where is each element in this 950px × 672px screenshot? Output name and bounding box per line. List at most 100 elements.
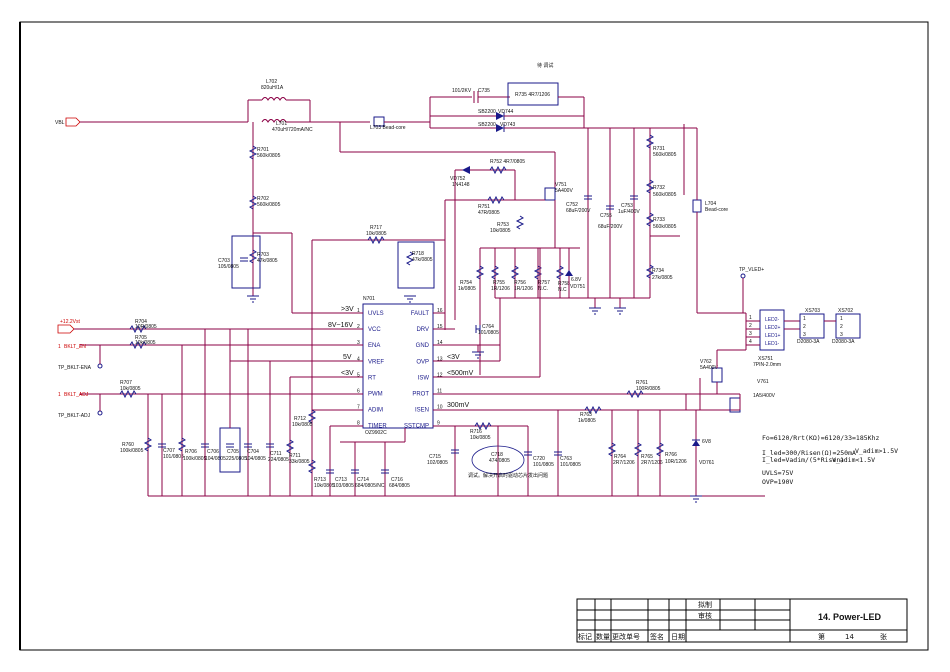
svg-text:R756: R756 xyxy=(514,280,526,286)
svg-text:2R7/1206: 2R7/1206 xyxy=(613,460,635,466)
svg-text:10R/1206: 10R/1206 xyxy=(665,459,687,465)
svg-text:R735 4R7/1206: R735 4R7/1206 xyxy=(515,92,550,98)
svg-text:R704: R704 xyxy=(135,319,147,325)
net-rt: <3V xyxy=(341,370,354,377)
svg-text:R731: R731 xyxy=(653,146,665,152)
note-iled-adim: I_led=Vadim/(5*Risen) xyxy=(762,456,844,464)
svg-text:104/0805: 104/0805 xyxy=(245,456,266,462)
svg-text:BKLT_ADJ: BKLT_ADJ xyxy=(64,392,89,398)
svg-text:R733: R733 xyxy=(653,217,665,223)
ic-pin-num: 6 xyxy=(357,389,360,395)
svg-text:100R/0805: 100R/0805 xyxy=(636,386,661,392)
ic-pin-gnd: GND xyxy=(416,343,430,349)
port-bklt-adj: 1 BKLT_ADJ xyxy=(58,392,89,398)
svg-text:第: 第 xyxy=(818,632,825,641)
net-isw: <500mV xyxy=(447,370,474,377)
svg-text:C706: C706 xyxy=(207,449,219,455)
note-iled: I_led=300/Risen(Ω)=250mA xyxy=(762,449,856,457)
svg-text:C755: C755 xyxy=(600,213,612,219)
net-vcc: 8V~16V xyxy=(328,322,353,329)
svg-text:D2080-3A: D2080-3A xyxy=(797,339,820,345)
svg-text:R753: R753 xyxy=(497,222,509,228)
svg-text:1: 1 xyxy=(58,344,61,350)
ic-pin-num: 2 xyxy=(357,324,360,330)
ic-pin-num: 15 xyxy=(437,324,443,330)
svg-text:R760: R760 xyxy=(122,442,134,448)
svg-text:684/0805: 684/0805 xyxy=(389,483,410,489)
svg-text:VD751: VD751 xyxy=(570,284,586,290)
tb-header-qty: 数量 xyxy=(596,632,610,641)
svg-text:R716: R716 xyxy=(470,429,482,435)
svg-text:1: 1 xyxy=(803,316,806,322)
svg-text:R766: R766 xyxy=(665,452,677,458)
ic-pin-pwm: PWM xyxy=(368,392,383,398)
ic-pin-vref: VREF xyxy=(368,359,384,365)
svg-text:10k/0805: 10k/0805 xyxy=(314,483,335,489)
svg-text:BKLT_EN: BKLT_EN xyxy=(64,344,86,350)
svg-text:2R7/1206: 2R7/1206 xyxy=(641,460,663,466)
svg-text:C714: C714 xyxy=(357,477,369,483)
ic-pin-num: 12 xyxy=(437,372,443,378)
svg-text:101/0805: 101/0805 xyxy=(560,462,581,468)
svg-text:5A400V: 5A400V xyxy=(555,188,573,194)
connector-pin-label: LED2+ xyxy=(765,325,781,331)
net-ovp: <3V xyxy=(447,354,460,361)
svg-text:VD744: VD744 xyxy=(498,109,514,115)
svg-text:C713: C713 xyxy=(335,477,347,483)
connector-xs702 xyxy=(835,313,861,339)
svg-text:1R/1206: 1R/1206 xyxy=(514,286,533,292)
net-uvls: >3V xyxy=(341,306,354,313)
svg-text:R706: R706 xyxy=(185,449,197,455)
tb-header-date: 日期 xyxy=(671,633,685,641)
svg-text:V762: V762 xyxy=(700,359,712,365)
svg-text:C711: C711 xyxy=(270,451,282,457)
net-isen: 300mV xyxy=(447,402,470,409)
svg-text:R701: R701 xyxy=(257,147,269,153)
ic-pin-num: 11 xyxy=(437,389,442,395)
svg-text:1N4148: 1N4148 xyxy=(452,182,470,188)
ic-pin-drv: DRV xyxy=(416,327,429,333)
svg-text:C715: C715 xyxy=(429,454,441,460)
svg-text:XS703: XS703 xyxy=(805,308,820,314)
ic-pin-timer: TIMER xyxy=(368,424,387,430)
svg-text:47R/0805: 47R/0805 xyxy=(478,210,500,216)
svg-text:R707: R707 xyxy=(120,380,132,386)
svg-text:100k/0805: 100k/0805 xyxy=(120,448,144,454)
svg-text:R764: R764 xyxy=(614,454,626,460)
svg-text:VD743: VD743 xyxy=(500,122,516,128)
svg-text:2: 2 xyxy=(803,324,806,330)
svg-text:101/0805: 101/0805 xyxy=(478,330,499,336)
svg-text:47k/0805: 47k/0805 xyxy=(257,258,278,264)
svg-text:L701: L701 xyxy=(276,121,287,127)
ic-pin-adim: ADIM xyxy=(368,408,383,414)
svg-text:560k/0805: 560k/0805 xyxy=(653,192,677,198)
svg-text:N.C: N.C xyxy=(558,287,567,293)
svg-text:C718: C718 xyxy=(491,452,503,458)
svg-text:N.C.: N.C. xyxy=(538,286,548,292)
svg-text:L703 Bead-core: L703 Bead-core xyxy=(370,125,406,131)
tb-header-sign: 签名 xyxy=(650,632,664,641)
svg-text:V751: V751 xyxy=(555,182,567,188)
l702-ref: L702 xyxy=(266,79,277,85)
connector-pin-num: 2 xyxy=(749,323,752,329)
svg-text:6.8V: 6.8V xyxy=(571,277,582,283)
net-vref: 5V xyxy=(343,354,352,361)
svg-text:10k/0805: 10k/0805 xyxy=(135,340,156,346)
svg-text:VBL: VBL xyxy=(55,120,65,126)
ic-ref: N701 xyxy=(363,296,375,302)
svg-text:C707: C707 xyxy=(163,448,175,454)
svg-text:R711: R711 xyxy=(289,453,301,459)
svg-text:103/0805: 103/0805 xyxy=(333,483,354,489)
svg-text:100k/0805: 100k/0805 xyxy=(183,456,207,462)
svg-text:560k/0805: 560k/0805 xyxy=(257,202,281,208)
svg-text:101/0805: 101/0805 xyxy=(163,454,184,460)
svg-text:7PIN-2.0mm: 7PIN-2.0mm xyxy=(753,362,781,368)
svg-text:C752: C752 xyxy=(566,202,578,208)
ic-pin-vcc: VCC xyxy=(368,327,381,333)
svg-text:1uF/400V: 1uF/400V xyxy=(618,209,640,215)
ic-n701: N701 OZ9902C UVLS1VCC2ENA3VREF4RT5PWM6AD… xyxy=(357,296,443,436)
ic-pin-num: 13 xyxy=(437,356,443,362)
ic-pin-rt: RT xyxy=(368,375,376,381)
ic-pin-num: 10 xyxy=(437,405,443,411)
svg-text:3: 3 xyxy=(840,332,843,338)
